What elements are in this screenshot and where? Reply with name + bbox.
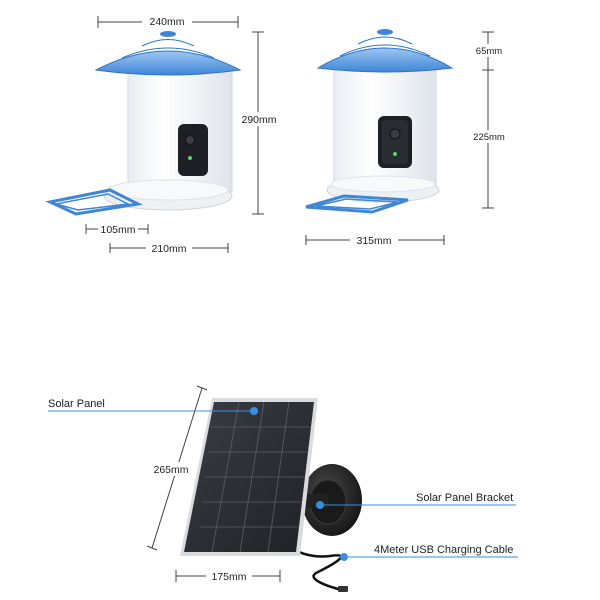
callout-cable: 4Meter USB Charging Cable <box>340 544 518 561</box>
feeder-side-view: 240mm 290mm 105mm 210mm <box>45 14 280 255</box>
feeder-side-camera <box>178 124 208 176</box>
solar-panel-bracket <box>300 464 362 536</box>
dim-feeder-height: 290mm <box>241 114 276 126</box>
dim-feeder-base-width: 210mm <box>151 243 186 255</box>
feeder-front-view: 65mm 225mm 315mm <box>305 29 508 247</box>
dim-feeder-tray: 105mm <box>100 224 135 236</box>
callout-cable-label: 4Meter USB Charging Cable <box>374 544 513 556</box>
dim-feeder-width-top: 240mm <box>149 16 184 28</box>
solar-panel <box>180 398 318 556</box>
feeder-side-roof <box>94 31 242 76</box>
dim-panel-height: 265mm <box>153 464 188 476</box>
callout-solar-panel: Solar Panel <box>48 398 258 415</box>
dim-feeder-roof-height: 65mm <box>476 46 502 57</box>
feeder-side-tray <box>45 188 143 216</box>
callout-bracket-label: Solar Panel Bracket <box>416 492 513 504</box>
dim-feeder-front-width: 315mm <box>356 235 391 247</box>
callout-bracket: Solar Panel Bracket <box>316 492 516 509</box>
callout-solar-panel-label: Solar Panel <box>48 398 105 410</box>
dim-panel-width: 175mm <box>211 571 246 583</box>
feeder-front-tray <box>305 194 409 214</box>
dim-feeder-body-height: 225mm <box>473 132 505 143</box>
feeder-front-roof <box>316 29 454 73</box>
solar-panel-assembly: 265mm 175mm <box>146 385 362 592</box>
